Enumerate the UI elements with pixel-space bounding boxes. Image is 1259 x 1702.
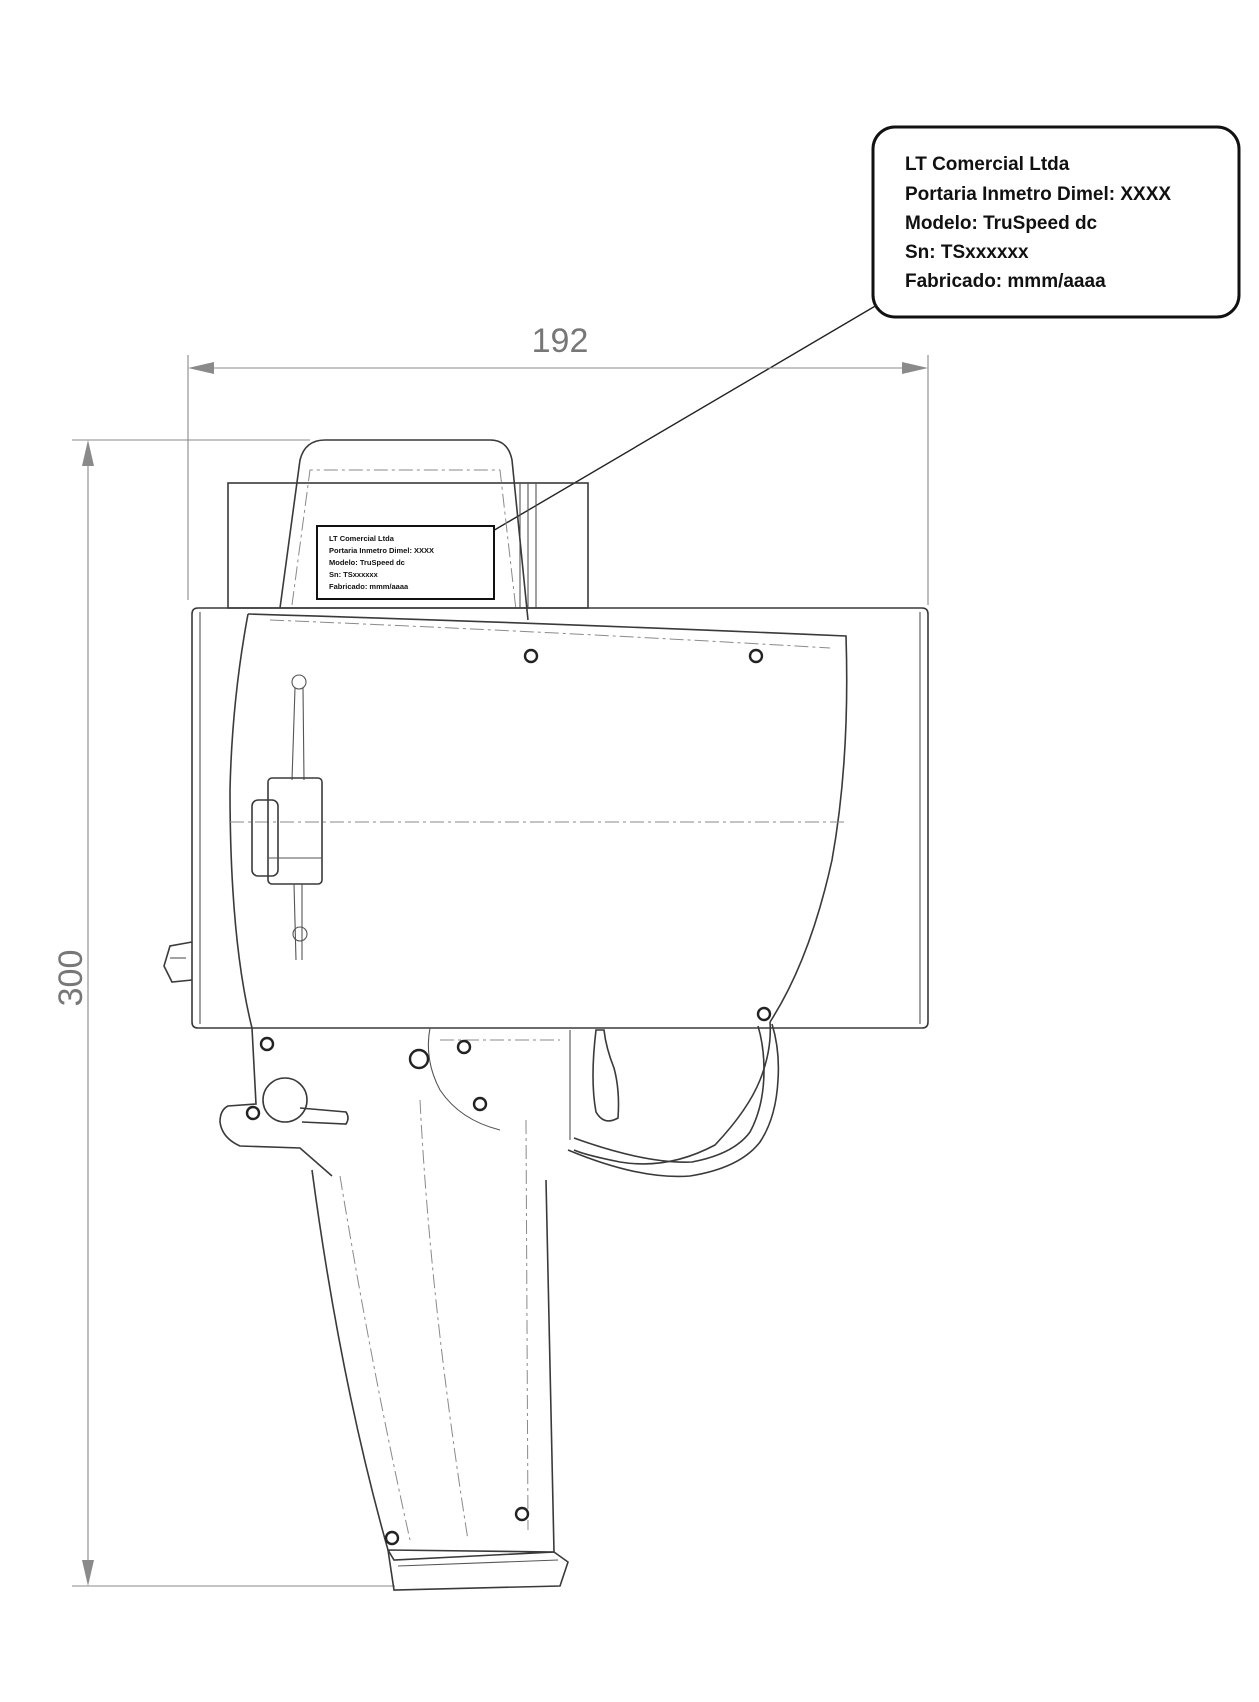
screw [523, 648, 539, 664]
height-dimension: 300 [52, 439, 395, 1587]
screw [456, 1039, 472, 1055]
screw [408, 1048, 430, 1070]
device-nameplate-line-3: Modelo: TruSpeed dc [329, 558, 405, 567]
nameplate-line-4: Sn: TSxxxxxx [905, 242, 1029, 263]
nameplate-line-1: LT Comercial Ltda [905, 154, 1070, 175]
screw [384, 1530, 400, 1546]
height-dimension-label: 300 [52, 950, 90, 1007]
screw [756, 1006, 772, 1022]
screw [748, 648, 764, 664]
device-nameplate-line-5: Fabricado: mmm/aaaa [329, 582, 409, 591]
device-nameplate [316, 525, 495, 600]
nameplate-line-2: Portaria Inmetro Dimel: XXXX [905, 184, 1171, 205]
nameplate-callout: LT Comercial Ltda Portaria Inmetro Dimel… [485, 125, 1241, 536]
screw [259, 1036, 275, 1052]
width-dimension-label: 192 [532, 322, 589, 360]
device-nameplate-line-1: LT Comercial Ltda [329, 534, 395, 543]
nameplate-callout-box [871, 125, 1241, 319]
device-outline: LT Comercial Ltda Portaria Inmetro Dimel… [163, 439, 929, 1591]
nameplate-line-3: Modelo: TruSpeed dc [905, 213, 1098, 234]
width-dimension: 192 [187, 322, 929, 605]
screw [514, 1506, 530, 1522]
screw [245, 1105, 261, 1121]
nameplate-line-5: Fabricado: mmm/aaaa [905, 271, 1106, 292]
leader-line [485, 304, 878, 536]
screw [472, 1096, 488, 1112]
device-nameplate-line-4: Sn: TSxxxxxx [329, 570, 379, 579]
device-nameplate-line-2: Portaria Inmetro Dimel: XXXX [329, 546, 434, 555]
